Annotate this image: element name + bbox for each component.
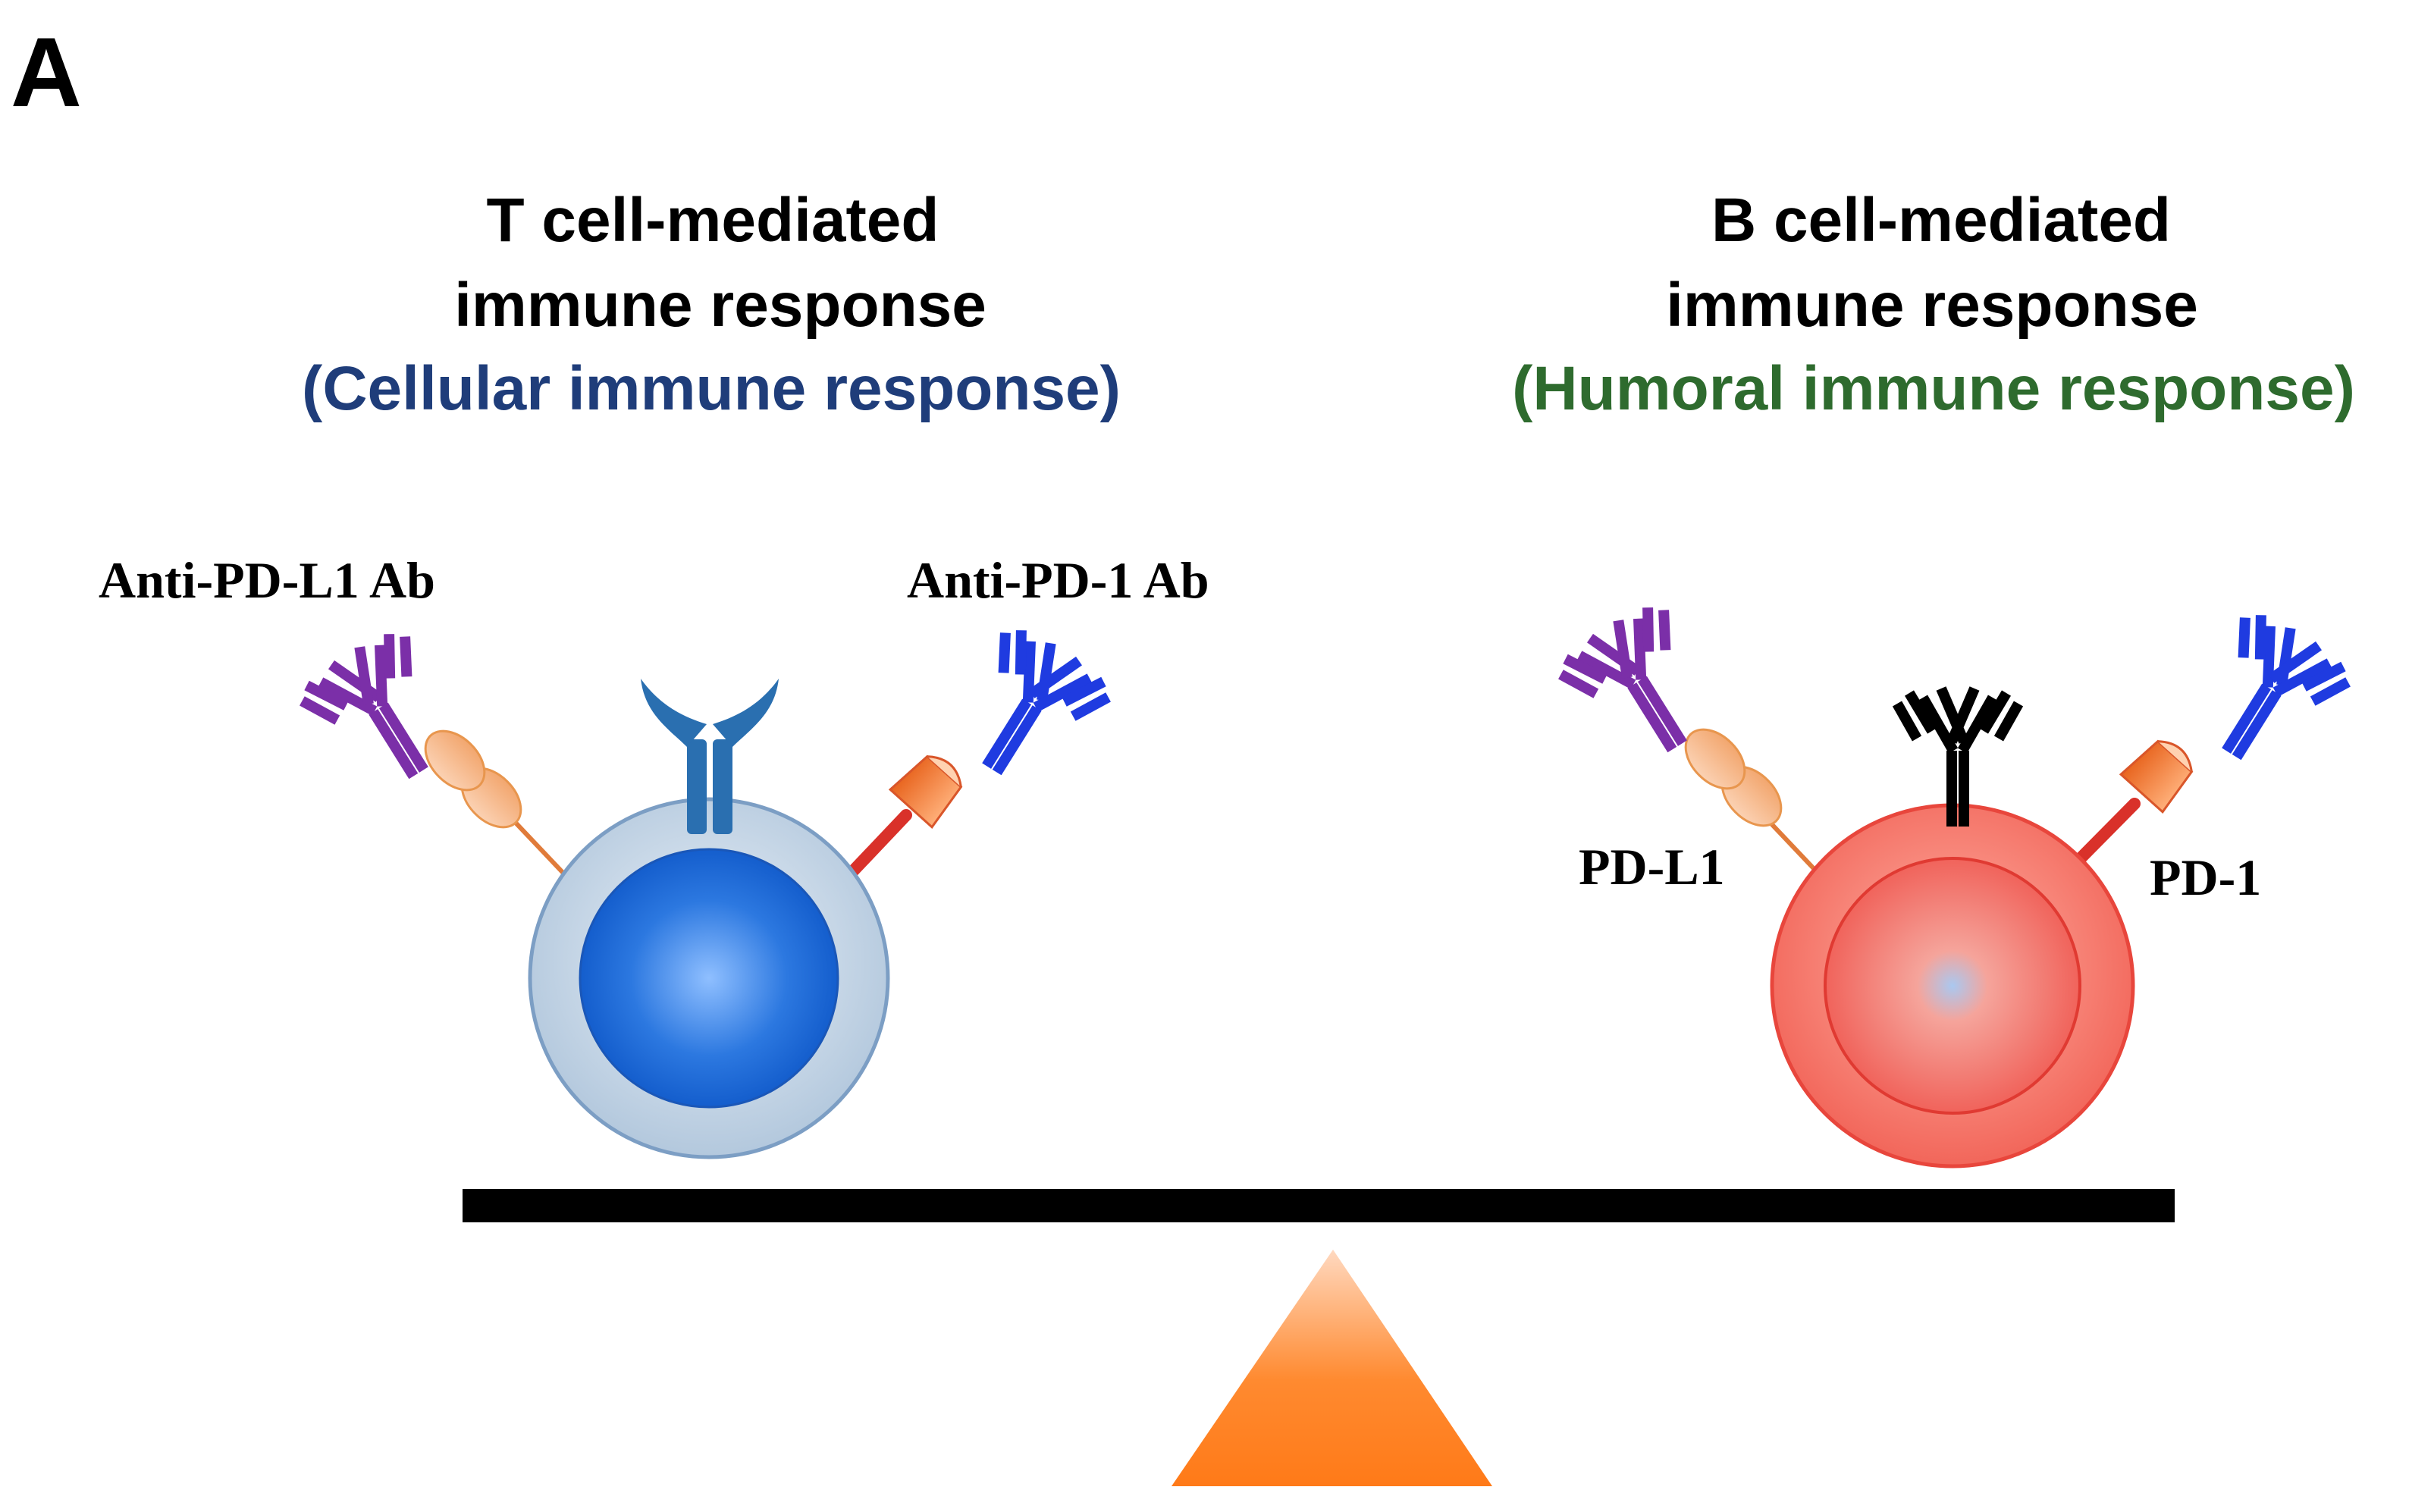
t-cell bbox=[424, 679, 963, 1159]
b-cell-pd-l1-icon bbox=[1684, 728, 1783, 827]
right-title-line2: immune response bbox=[1666, 271, 2198, 340]
pd-1-label: PD-1 bbox=[2150, 849, 2261, 906]
b-cell-nucleus bbox=[1824, 857, 2081, 1115]
b-cell bbox=[1684, 689, 2194, 1169]
t-cell-pd-l1-icon bbox=[424, 729, 522, 829]
t-cell-pd-1-icon bbox=[888, 754, 963, 830]
left-subtitle: (Cellular immune response) bbox=[302, 354, 1121, 423]
fulcrum-triangle bbox=[1172, 1250, 1492, 1486]
right-title-line1: B cell-mediated bbox=[1711, 186, 2171, 255]
anti-pd-1-label: Anti-PD-1 Ab bbox=[907, 551, 1209, 609]
balance-beam bbox=[463, 1189, 2175, 1222]
b-side-anti-pd-1-antibody-icon bbox=[2180, 605, 2356, 786]
anti-pd-l1-label: Anti-PD-L1 Ab bbox=[99, 551, 435, 609]
left-title-line2: immune response bbox=[454, 271, 986, 340]
panel-label: A bbox=[11, 17, 82, 127]
t-cell-nucleus bbox=[579, 848, 839, 1109]
anti-pd-1-antibody-icon bbox=[940, 620, 1116, 801]
pd-l1-label: PD-L1 bbox=[1579, 838, 1725, 896]
left-title-line1: T cell-mediated bbox=[487, 186, 939, 255]
tcr-receptor-icon bbox=[641, 679, 779, 834]
right-subtitle: (Humoral immune response) bbox=[1512, 354, 2355, 423]
b-cell-pd-1-icon bbox=[2119, 739, 2194, 814]
